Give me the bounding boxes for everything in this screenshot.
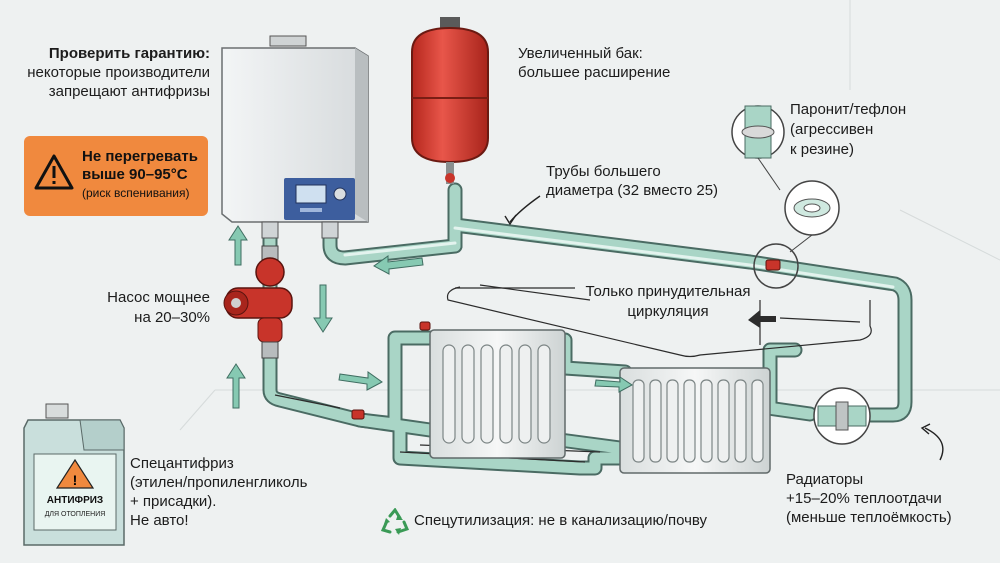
gasket-note: Паронит/тефлон (агрессивен к резине) <box>790 100 906 160</box>
antifreeze-canister: ! АНТИФРИЗ ДЛЯ ОТОПЛЕНИЯ <box>23 403 125 546</box>
pump-note: Насос мощнее на 20–30% <box>80 288 210 328</box>
pipes-note: Трубы большего диаметра (32 вместо 25) <box>546 162 718 200</box>
canister-label-1: АНТИФРИЗ <box>47 495 103 506</box>
svg-text:!: ! <box>73 472 78 488</box>
boiler <box>221 35 369 239</box>
warranty-line-2: запрещают антифризы <box>48 83 210 100</box>
tank-line-2: большее расширение <box>518 64 671 81</box>
valves <box>351 259 781 420</box>
pointer-arrows <box>504 195 944 461</box>
pipes-line-1: Трубы большего <box>546 163 661 180</box>
disposal-text: Спецутилизация: не в канализацию/почву <box>414 512 708 529</box>
warranty-note: Проверить гарантию: некоторые производит… <box>18 44 210 101</box>
gasket-icon <box>731 105 871 445</box>
warranty-line-1: некоторые производители <box>27 64 210 81</box>
antifreeze-line-4: Не авто! <box>130 512 189 529</box>
gasket-line-2: (агрессивен <box>790 121 874 138</box>
antifreeze-line-2: (этилен/пропиленгликоль <box>130 474 308 491</box>
radiators-note: Радиаторы +15–20% теплоотдачи (меньше те… <box>786 470 952 527</box>
radiator-2 <box>619 367 771 474</box>
antifreeze-note: Спецантифриз (этилен/пропиленгликоль + п… <box>130 454 307 530</box>
circulation-pump <box>223 245 293 359</box>
room-lines <box>179 0 1000 431</box>
tank-line-1: Увеличенный бак: <box>518 45 643 62</box>
recycle-icon <box>380 508 410 535</box>
radiators-line-3: (меньше теплоёмкость) <box>786 509 952 526</box>
antifreeze-line-3: + присадки). <box>130 493 217 510</box>
radiators-line-1: Радиаторы <box>786 471 864 488</box>
antifreeze-line-1: Спецантифриз <box>130 455 234 472</box>
expansion-tank <box>411 17 489 184</box>
overheat-line-2: выше 90–95°C <box>82 166 188 183</box>
pump-line-2: на 20–30% <box>134 309 210 326</box>
forced-line-2: циркуляция <box>627 303 709 320</box>
canister-label-2: ДЛЯ ОТОПЛЕНИЯ <box>45 511 106 518</box>
warranty-title: Проверить гарантию: <box>48 45 210 62</box>
disposal-note: Спецутилизация: не в канализацию/почву <box>414 512 707 529</box>
forced-line-1: Только принудительная <box>585 283 751 300</box>
flow-arrow-icon <box>226 225 776 409</box>
tank-note: Увеличенный бак: большее расширение <box>518 44 670 82</box>
pump-line-1: Насос мощнее <box>107 289 210 306</box>
overheat-warning: Не перегревать выше 90–95°C (риск вспени… <box>24 136 208 216</box>
forced-circulation-note: Только принудительная циркуляция <box>578 282 758 322</box>
warning-icon <box>34 154 74 190</box>
radiators-line-2: +15–20% теплоотдачи <box>786 490 942 507</box>
radiator-1 <box>429 329 566 459</box>
overheat-line-1: Не перегревать <box>82 148 198 165</box>
gasket-line-3: к резине) <box>790 141 854 158</box>
pipes-line-2: диаметра (32 вместо 25) <box>546 182 719 199</box>
gasket-line-1: Паронит/тефлон <box>790 101 907 118</box>
overheat-line-3: (риск вспенивания) <box>82 186 190 200</box>
